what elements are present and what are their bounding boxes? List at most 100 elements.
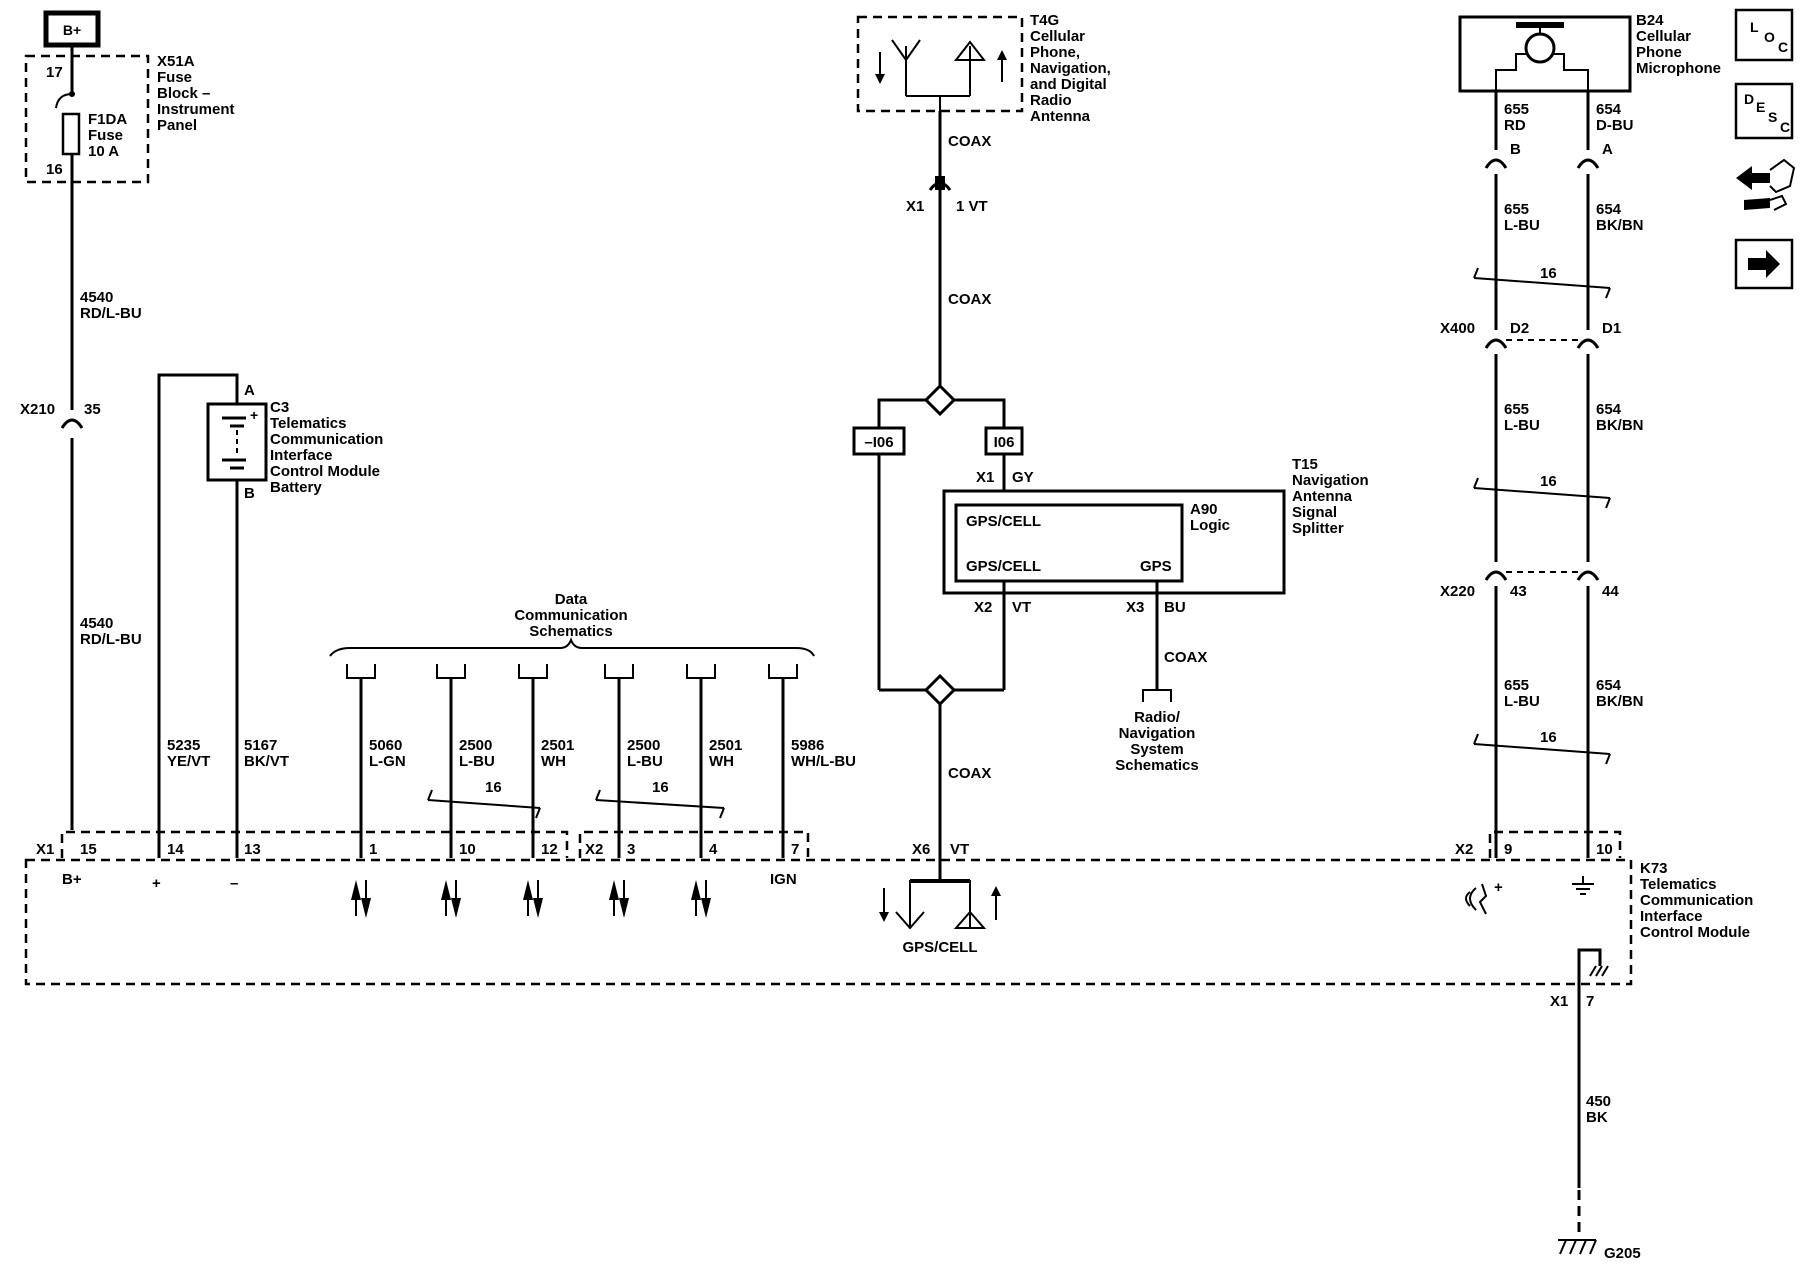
- k73-name-1: Telematics: [1640, 876, 1716, 893]
- x400-pin-d2: D2: [1510, 320, 1529, 337]
- c3-name-3: Interface: [270, 447, 333, 464]
- b24-name-1: Cellular: [1636, 28, 1691, 45]
- mic-654-circuit-1: 654: [1596, 201, 1622, 218]
- k73-name-4: Control Module: [1640, 924, 1750, 941]
- wire-5986-circuit: 5986: [791, 737, 824, 754]
- k73-pin-14: 14: [167, 841, 184, 858]
- x220-pin-43: 43: [1510, 583, 1527, 600]
- k73-x1-label: X1: [36, 841, 54, 858]
- t15-name-4: Splitter: [1292, 520, 1344, 537]
- coax-label-1: COAX: [948, 133, 991, 150]
- c3-name-1: Telematics: [270, 415, 346, 432]
- ground-icon: [1572, 876, 1594, 895]
- wire-2501a-circuit: 2501: [541, 737, 574, 754]
- next-page-button[interactable]: [1734, 238, 1794, 290]
- mic-654-color-top: D-BU: [1596, 117, 1634, 134]
- data-comm-title-3: Schematics: [529, 623, 612, 640]
- wire-2500b-color: L-BU: [627, 753, 663, 770]
- a90-id: A90: [1190, 501, 1218, 518]
- c3-pin-a: A: [244, 382, 255, 399]
- ground-conn-x1: X1: [1550, 993, 1568, 1010]
- splitter-x1-label: X1: [976, 469, 994, 486]
- mic-655-circuit-3: 655: [1504, 677, 1529, 694]
- data-comm-title-1: Data: [555, 591, 588, 608]
- t4g-name-1: Cellular: [1030, 28, 1085, 45]
- k73-plus-label: +: [152, 875, 161, 892]
- t15-splitter: –I06 I06 X1 GY GPS/CELL GPS/CELL GPS A90…: [852, 383, 1369, 878]
- desc-button[interactable]: D E S C: [1734, 82, 1794, 140]
- mic-655-color-3: L-BU: [1504, 693, 1540, 710]
- wire-5167-circuit: 5167: [244, 737, 277, 754]
- k73-pin-12: 12: [541, 841, 558, 858]
- mic-654-circuit-2: 654: [1596, 401, 1622, 418]
- wire-4540-color-upper: RD/L-BU: [80, 305, 142, 322]
- k73-mic-plus: +: [1494, 879, 1503, 896]
- k73-pin-15: 15: [80, 841, 97, 858]
- mic-655-circuit-top: 655: [1504, 101, 1529, 118]
- x400-label: X400: [1440, 320, 1475, 337]
- splitter-x3-label: X3: [1126, 599, 1144, 616]
- a90-gps: GPS: [1140, 558, 1172, 575]
- x400-pin-d1: D1: [1602, 320, 1621, 337]
- ground-wire-color: BK: [1586, 1109, 1608, 1126]
- t4g-name-3: Navigation,: [1030, 60, 1111, 77]
- mic-twist-2: 16: [1540, 473, 1557, 490]
- k73-name-2: Communication: [1640, 892, 1753, 909]
- antenna-x1-label: X1: [906, 198, 924, 215]
- b24-name-2: Phone: [1636, 44, 1682, 61]
- loc-icon: L: [1750, 19, 1759, 35]
- k73-module: X1 X2 15 14 13 1 10 12 3 4 7 B+ + – IGN …: [24, 830, 1753, 1262]
- coax-label-gps: COAX: [1164, 649, 1207, 666]
- b24-name-3: Microphone: [1636, 60, 1721, 77]
- k73-pin-13: 13: [244, 841, 261, 858]
- loc-button[interactable]: L O C: [1734, 8, 1794, 62]
- fuse-block-name-2: Block –: [157, 85, 210, 102]
- a90-gps-cell-bottom: GPS/CELL: [966, 558, 1041, 575]
- mic-twist-3: 16: [1540, 729, 1557, 746]
- gps-cell-antenna-icon: [879, 878, 1001, 930]
- k73-ign-label: IGN: [770, 871, 797, 888]
- wire-2501b-color: WH: [709, 753, 734, 770]
- c3-name-4: Control Module: [270, 463, 380, 480]
- c3-id: C3: [270, 399, 289, 416]
- splitter-x3-color: BU: [1164, 599, 1186, 616]
- mic-pin-a: A: [1602, 141, 1613, 158]
- wire-4540: 4540 RD/L-BU X210 35 4540 RD/L-BU: [20, 289, 142, 648]
- k73-pin-1: 1: [369, 841, 377, 858]
- data-comm-title-2: Communication: [514, 607, 627, 624]
- fuse-pin-17: 17: [46, 64, 63, 81]
- arrow-right-icon: [1748, 250, 1780, 278]
- t4g-id: T4G: [1030, 12, 1059, 29]
- splitter-x1-color: GY: [1012, 469, 1034, 486]
- wire-5235-color: YE/VT: [167, 753, 210, 770]
- ground-wire-circuit: 450: [1586, 1093, 1611, 1110]
- c3-name-2: Communication: [270, 431, 383, 448]
- mic-pin-10: 10: [1596, 841, 1613, 858]
- k73-bplus-label: B+: [62, 871, 82, 888]
- coax-label-3: COAX: [948, 765, 991, 782]
- bplus-label: B+: [63, 22, 81, 38]
- fuse-block-name-3: Instrument: [157, 101, 235, 118]
- connector-view-button[interactable]: [1736, 158, 1796, 211]
- mic-654-color-3: BK/BN: [1596, 693, 1644, 710]
- radio-ref-1: Radio/: [1134, 709, 1181, 726]
- t15-name-3: Signal: [1292, 504, 1337, 521]
- ground-pin-7: 7: [1586, 993, 1594, 1010]
- x210-label: X210: [20, 401, 55, 418]
- radio-ref-3: System: [1130, 741, 1183, 758]
- desc-icon-c: C: [1780, 119, 1790, 135]
- tag-i06: I06: [994, 434, 1015, 451]
- desc-icon-s: S: [1768, 109, 1777, 125]
- desc-icon: D: [1744, 91, 1754, 107]
- fuse-block-name-4: Panel: [157, 117, 197, 134]
- loc-icon-c: C: [1778, 39, 1788, 55]
- k73-pin-7: 7: [791, 841, 799, 858]
- wire-4540-color-lower: RD/L-BU: [80, 631, 142, 648]
- wire-5167-color: BK/VT: [244, 753, 289, 770]
- k73-minus-label: –: [230, 875, 238, 892]
- k73-x6-label: X6: [912, 841, 930, 858]
- k73-x6-color: VT: [950, 841, 969, 858]
- wire-5986-color: WH/L-BU: [791, 753, 856, 770]
- k73-pin-4: 4: [709, 841, 718, 858]
